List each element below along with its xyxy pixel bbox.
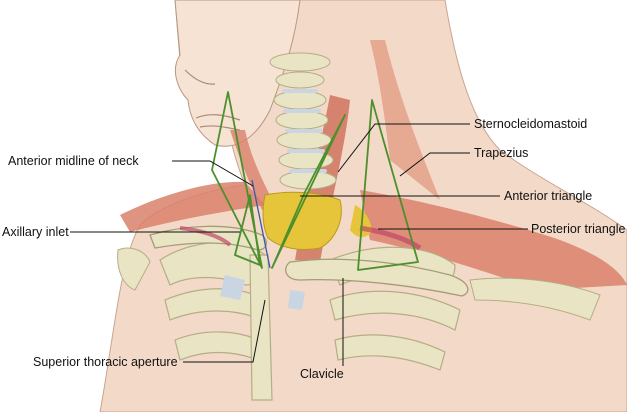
thyroid-gland — [262, 191, 342, 251]
label-posterior-triangle: Posterior triangle — [531, 222, 626, 236]
label-axillary-inlet: Axillary inlet — [2, 225, 69, 239]
leader-lines — [70, 123, 528, 366]
costal-cartilage-right — [288, 290, 305, 310]
vessel-right — [359, 225, 422, 251]
label-clavicle: Clavicle — [300, 367, 344, 381]
trapezius-left — [120, 181, 265, 232]
vessel-left — [179, 226, 232, 247]
leader-sternocleidomastoid — [337, 123, 470, 173]
anterior-triangle-right-outline — [271, 114, 346, 269]
trapezius-right — [360, 190, 627, 290]
posterior-triangle-outline — [357, 99, 419, 271]
anterior-triangle-left-outline — [211, 91, 263, 269]
label-anterior-midline: Anterior midline of neck — [8, 154, 139, 168]
scapula-right — [469, 277, 601, 321]
clavicle-right — [285, 258, 469, 297]
leader-superior-thoracic-aperture — [183, 299, 266, 363]
intervertebral-discs — [282, 89, 327, 173]
label-sternocleidomastoid: Sternocleidomastoid — [474, 117, 588, 131]
sternocleidomastoid-left — [230, 130, 275, 210]
costal-cartilage-left — [220, 275, 245, 300]
leader-anterior-midline — [172, 160, 254, 187]
axillary-inlet-outline — [234, 194, 261, 266]
anterior-midline-line — [251, 179, 271, 269]
scapula-left — [117, 247, 151, 291]
label-superior-thoracic-aperture: Superior thoracic aperture — [33, 355, 178, 369]
cervical-spine — [269, 52, 337, 190]
label-anterior-triangle: Anterior triangle — [504, 189, 593, 203]
leader-trapezius — [399, 152, 470, 177]
triangle-outlines — [211, 91, 419, 271]
trapezius-neck-right — [370, 40, 440, 200]
label-trapezius: Trapezius — [474, 146, 529, 160]
